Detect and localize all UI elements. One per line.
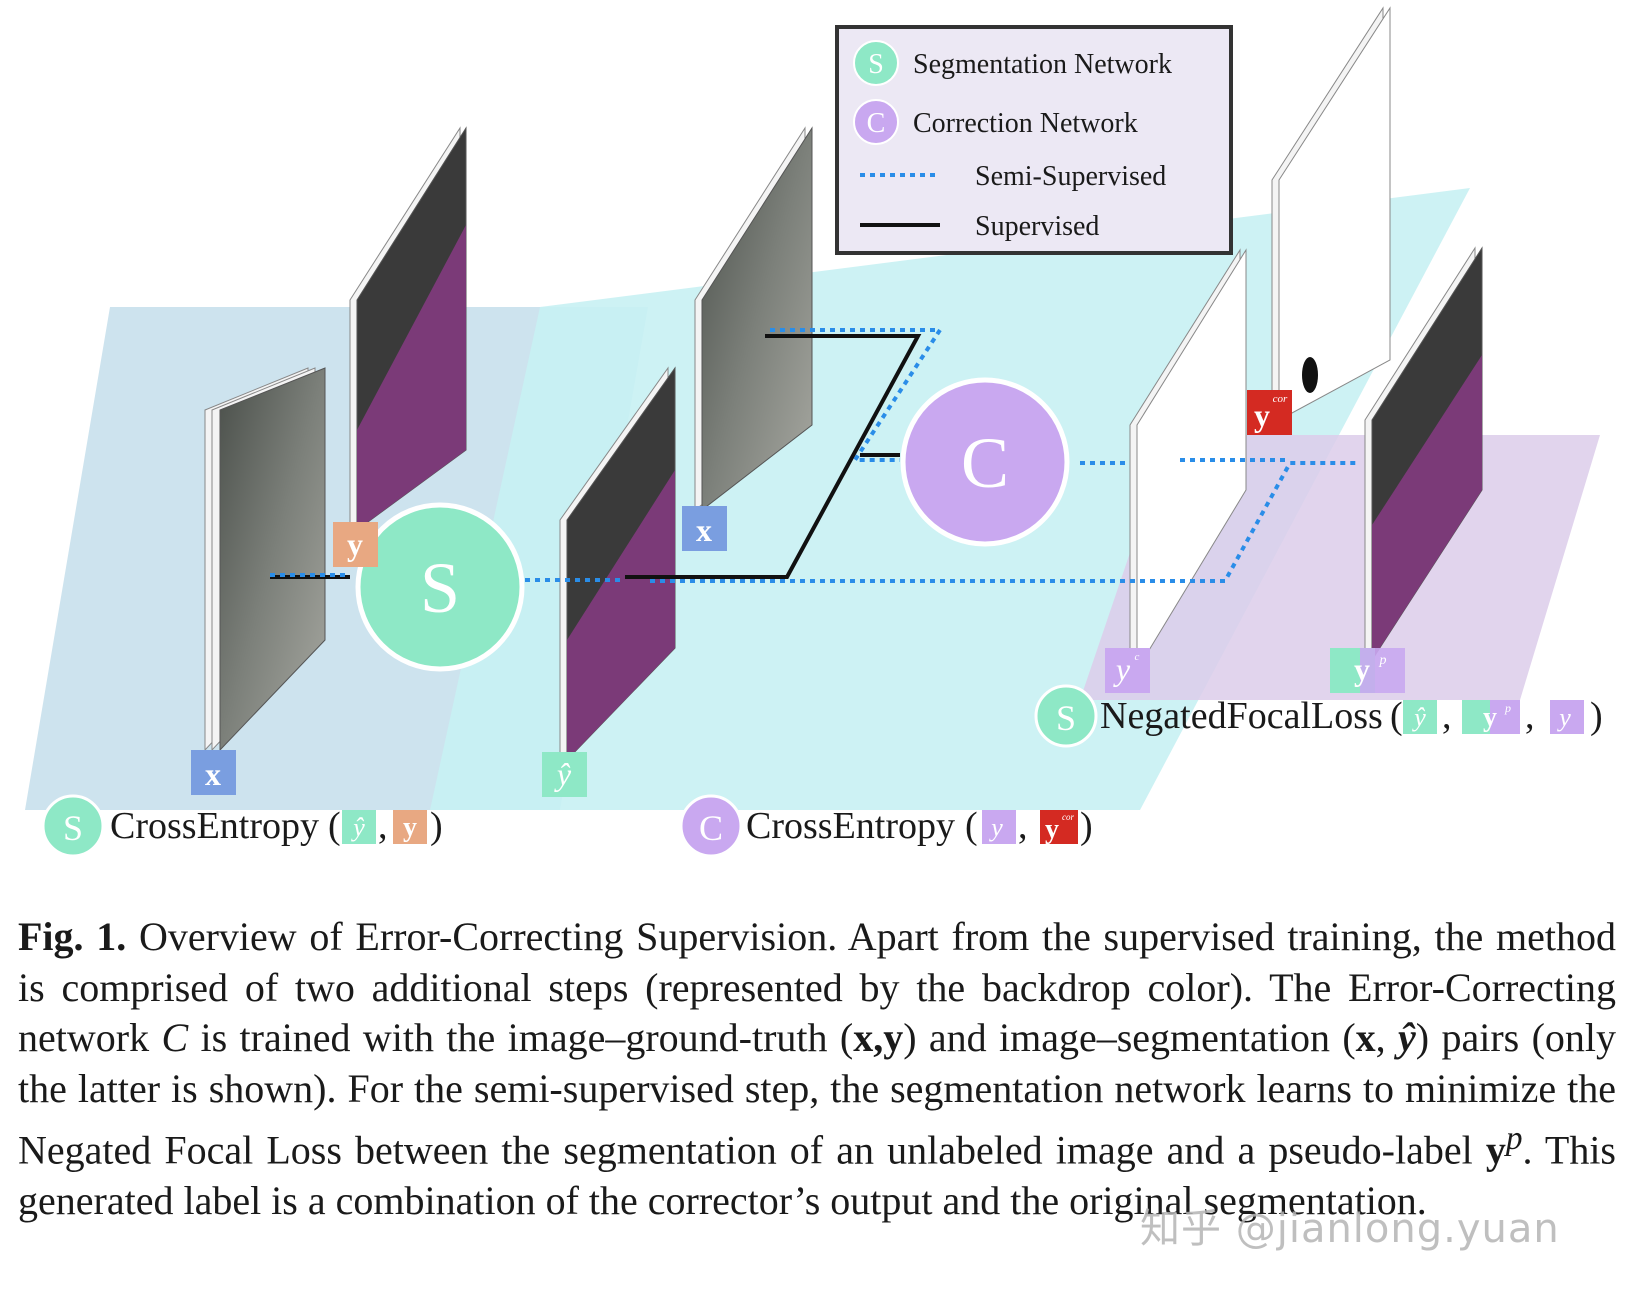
image-stack-y-cor bbox=[1271, 6, 1391, 421]
image-stack-x-left bbox=[204, 367, 326, 752]
svg-text:,: , bbox=[378, 805, 388, 847]
legend-item-correction: C Correction Network bbox=[853, 99, 1138, 145]
svg-text:y: y bbox=[988, 813, 1003, 842]
svg-text:CrossEntropy: CrossEntropy bbox=[110, 805, 319, 847]
svg-text:,: , bbox=[1018, 805, 1028, 847]
svg-text:y: y bbox=[1556, 703, 1571, 732]
correction-network-node bbox=[900, 377, 1070, 547]
svg-text:y: y bbox=[1045, 814, 1059, 845]
caption-text: Overview of Error-Correcting Supervision… bbox=[18, 914, 1616, 1060]
tag-y: y bbox=[333, 522, 378, 567]
svg-text:x: x bbox=[696, 512, 712, 548]
svg-text:): ) bbox=[1590, 695, 1603, 737]
caption-label: Fig. 1. bbox=[18, 914, 127, 959]
caption-symbol-xy: x,y bbox=[853, 1015, 904, 1060]
svg-text:ŷ: ŷ bbox=[350, 813, 365, 842]
svg-text:y: y bbox=[1254, 397, 1270, 433]
svg-text:(: ( bbox=[1390, 695, 1403, 737]
tag-x-center: x bbox=[682, 506, 727, 551]
legend: S Segmentation Network C Correction Netw… bbox=[835, 25, 1233, 255]
image-stack-y bbox=[349, 126, 467, 531]
watermark: 知乎 @jianlong.yuan bbox=[1140, 1206, 1560, 1252]
image-stack-y-p bbox=[1364, 246, 1483, 662]
svg-text:y: y bbox=[1113, 651, 1131, 687]
caption-symbol-yhat: ŷ bbox=[1398, 1015, 1416, 1060]
loss-negated-focal: S NegatedFocalLoss ( ŷ , y p , y ) bbox=[1034, 684, 1603, 748]
svg-text:CrossEntropy: CrossEntropy bbox=[746, 805, 955, 847]
svg-text:y: y bbox=[1483, 702, 1497, 733]
tag-x-left: x bbox=[191, 750, 236, 795]
correction-network-letter: C bbox=[961, 423, 1009, 503]
svg-text:ŷ: ŷ bbox=[554, 756, 572, 792]
segmentation-network-node bbox=[355, 502, 525, 672]
tag-y-hat: ŷ bbox=[542, 752, 587, 797]
svg-text:Segmentation Network: Segmentation Network bbox=[913, 49, 1172, 80]
svg-text:cor: cor bbox=[1062, 812, 1074, 822]
image-stack-x-center bbox=[694, 126, 813, 512]
svg-text:p: p bbox=[1504, 701, 1511, 715]
overview-figure: S C x y ŷ x y cor y c y p S CrossEntropy… bbox=[25, 6, 1603, 858]
loss-correction-crossentropy: C CrossEntropy ( y , y cor ) bbox=[679, 794, 1093, 858]
svg-text:p: p bbox=[1379, 653, 1387, 668]
legend-item-supervised: Supervised bbox=[860, 211, 1099, 242]
segmentation-network-letter: S bbox=[420, 548, 460, 628]
svg-text:x: x bbox=[205, 756, 221, 792]
svg-text:,: , bbox=[1525, 695, 1535, 737]
svg-text:): ) bbox=[430, 805, 443, 847]
figure-caption: Fig. 1. Overview of Error-Correcting Sup… bbox=[18, 912, 1616, 1226]
caption-symbol-C: C bbox=[161, 1015, 189, 1060]
svg-text:y: y bbox=[1354, 651, 1370, 687]
svg-text:(: ( bbox=[328, 805, 341, 847]
loss-segmentation-crossentropy: S CrossEntropy ( ŷ , y ) bbox=[41, 794, 443, 858]
svg-text:cor: cor bbox=[1273, 393, 1288, 405]
svg-text:NegatedFocalLoss: NegatedFocalLoss bbox=[1100, 695, 1383, 737]
tag-y-p: y p bbox=[1330, 648, 1405, 693]
svg-text:S: S bbox=[1056, 698, 1076, 738]
caption-text: , bbox=[1375, 1015, 1399, 1060]
svg-text:Semi-Supervised: Semi-Supervised bbox=[975, 161, 1166, 192]
svg-text:): ) bbox=[1080, 805, 1093, 847]
svg-text:C: C bbox=[867, 108, 886, 139]
image-stack-y-hat bbox=[559, 366, 676, 762]
svg-text:y: y bbox=[347, 526, 363, 562]
tag-y-c: y c bbox=[1105, 648, 1150, 693]
svg-text:S: S bbox=[868, 49, 884, 80]
tag-y-cor: y cor bbox=[1247, 390, 1292, 435]
caption-symbol-x: x bbox=[1355, 1015, 1376, 1060]
svg-text:C: C bbox=[699, 808, 723, 848]
svg-text:c: c bbox=[1135, 651, 1140, 663]
caption-text: . This generated label is a combination … bbox=[18, 1127, 1616, 1223]
caption-symbol-yp: y bbox=[1485, 1127, 1506, 1173]
svg-text:Supervised: Supervised bbox=[975, 211, 1099, 242]
caption-text: is trained with the image–ground-truth ( bbox=[188, 1015, 854, 1060]
caption-text: ) pairs (only the latter is shown). For … bbox=[18, 1015, 1617, 1173]
svg-text:y: y bbox=[403, 812, 417, 843]
legend-item-semi-supervised: Semi-Supervised bbox=[860, 161, 1166, 192]
caption-text: ) and image–segmentation ( bbox=[903, 1015, 1356, 1060]
svg-text:(: ( bbox=[965, 805, 978, 847]
svg-text:Correction Network: Correction Network bbox=[913, 108, 1138, 139]
svg-text:S: S bbox=[63, 808, 83, 848]
svg-text:,: , bbox=[1442, 695, 1452, 737]
semi-supervised-paths bbox=[270, 328, 1360, 583]
caption-symbol-yp-sup: p bbox=[1505, 1120, 1523, 1157]
svg-text:ŷ: ŷ bbox=[1411, 703, 1426, 732]
legend-item-segmentation: S Segmentation Network bbox=[853, 40, 1172, 86]
